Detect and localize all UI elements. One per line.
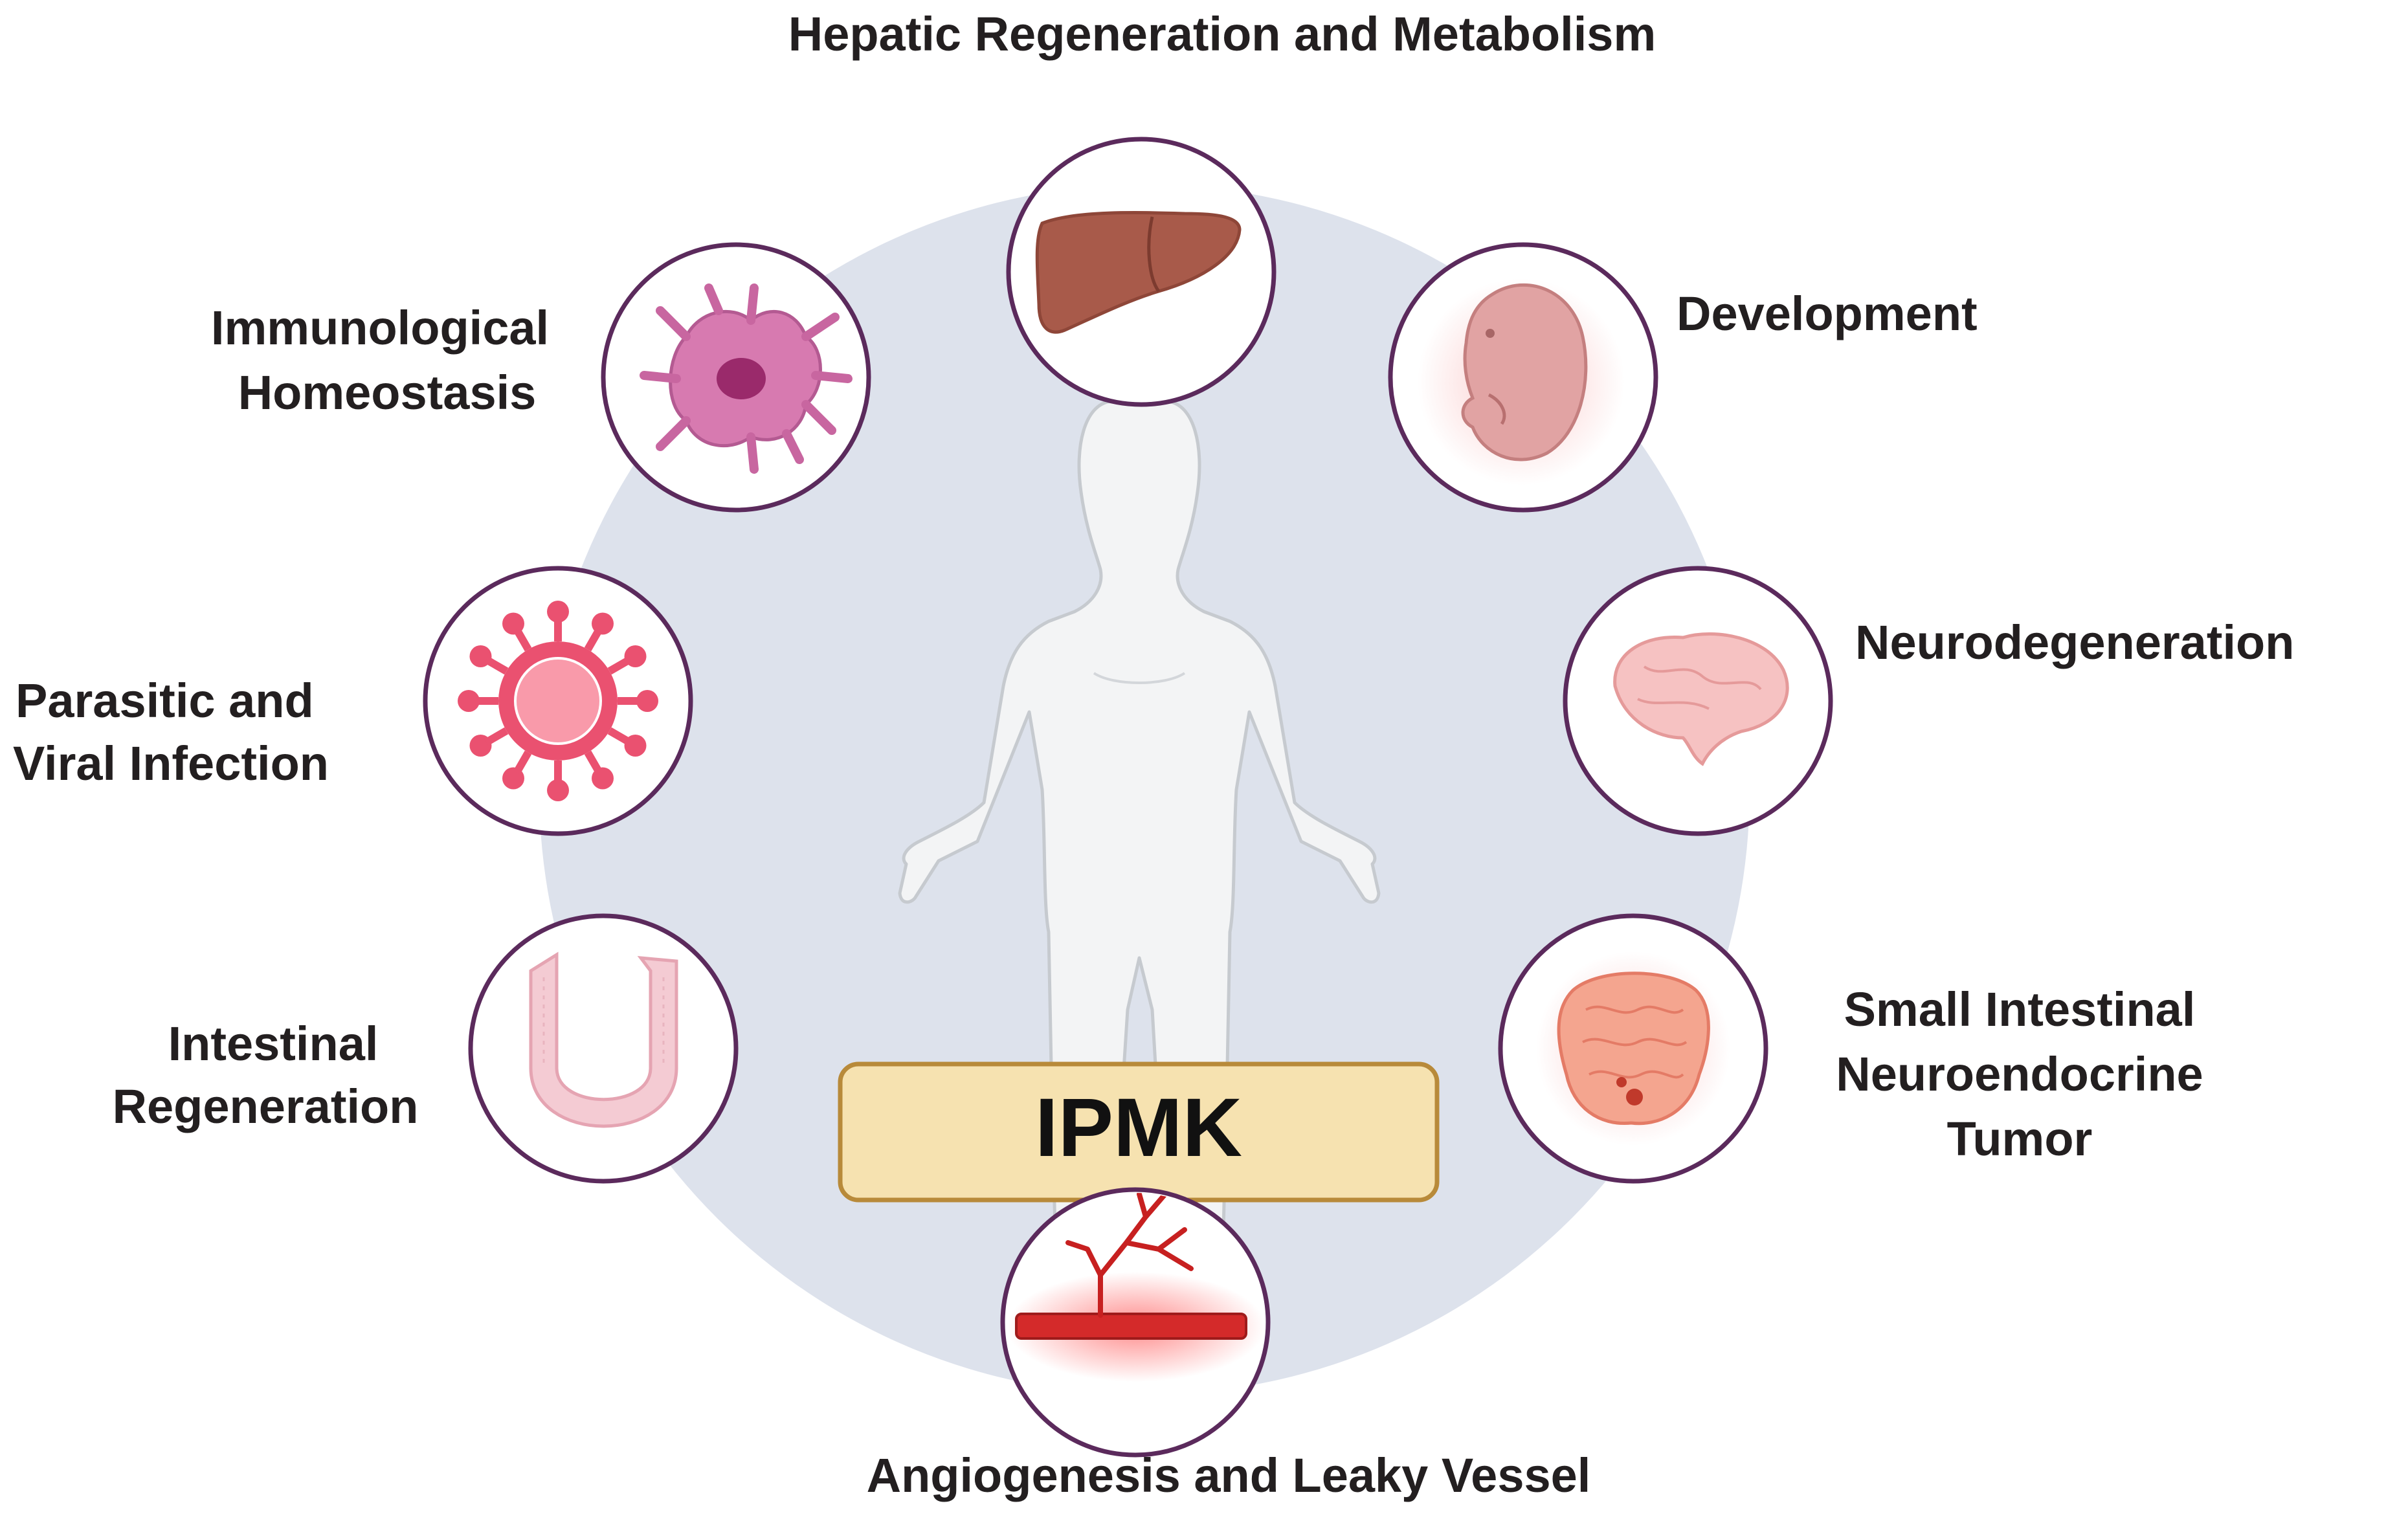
label-hepatic: Hepatic Regeneration and Metabolism [788, 7, 1656, 61]
virus-spike-tip [547, 779, 569, 801]
topic-hepatic [1006, 137, 1276, 407]
topic-development [1388, 242, 1658, 513]
label-angio: Angiogenesis and Leaky Vessel [867, 1449, 1591, 1502]
label-immuno-line1: Immunological [211, 301, 549, 355]
label-intestinal-line1: Intestinal [168, 1017, 379, 1071]
virus-spike [513, 627, 532, 652]
intestinal-villus-icon [529, 951, 678, 1128]
blood-vessel-icon [1007, 1193, 1265, 1382]
ipmk-label: IPMK [1035, 1082, 1242, 1174]
virus-spike [484, 656, 509, 675]
liver-icon [1035, 211, 1242, 334]
human-body-icon [898, 399, 1381, 1232]
icon-circle-intestinal [468, 913, 739, 1184]
topic-intestinal [468, 913, 739, 1184]
dendritic-cell-icon [640, 283, 853, 474]
label-siten-line2: Neuroendocrine [1836, 1047, 2203, 1101]
virus-spike-tip [636, 690, 658, 712]
topic-neuro [1563, 566, 1833, 836]
virus-spike [607, 656, 632, 675]
label-intestinal-line2: Regeneration [113, 1080, 419, 1133]
brain-icon [1613, 632, 1789, 766]
virus-spike [584, 627, 603, 652]
label-siten-line1: Small Intestinal [1844, 983, 2196, 1036]
virus-spike-tip [458, 690, 480, 712]
embryo-icon [1418, 278, 1625, 485]
label-infection-line2: Viral Infection [13, 737, 329, 790]
virus-spike [484, 727, 509, 746]
topic-angio [1000, 1187, 1271, 1458]
intestine-tumor-icon [1536, 951, 1730, 1146]
label-siten-line3: Tumor [1947, 1112, 2093, 1166]
virus-spike-tip [547, 601, 569, 623]
topic-immuno [601, 242, 871, 513]
label-infection-line1: Parasitic and [16, 674, 314, 727]
label-neuro: Neurodegeneration [1855, 616, 2294, 669]
virus-icon [458, 601, 658, 801]
label-immuno-line2: Homeostasis [238, 366, 537, 419]
topic-infection [423, 566, 693, 836]
virus-spike [584, 750, 603, 775]
topic-siten [1498, 913, 1768, 1184]
virus-spike [513, 750, 532, 775]
virus-spike [607, 727, 632, 746]
label-development: Development [1677, 287, 1978, 340]
